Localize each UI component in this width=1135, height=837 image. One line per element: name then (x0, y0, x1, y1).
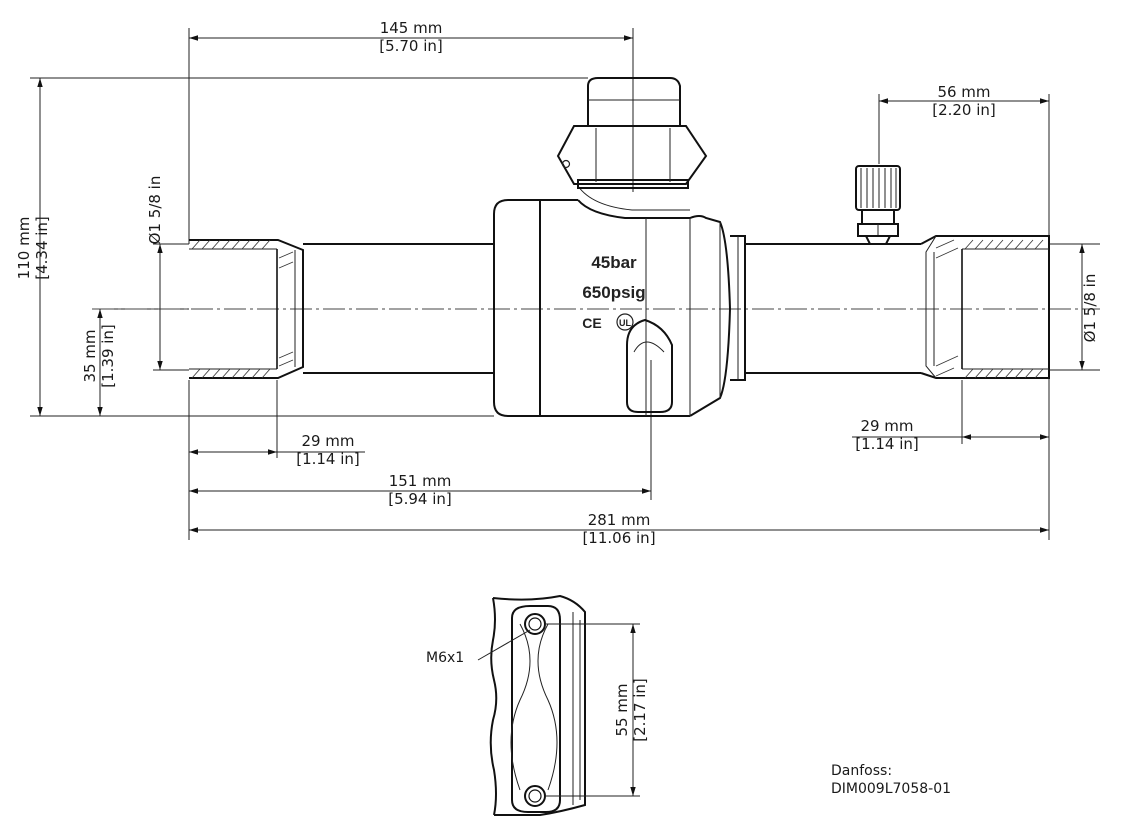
dim-overall-length-mm: 281 mm (588, 511, 651, 529)
ul-mark-icon (616, 313, 634, 331)
extension-lines (30, 28, 1100, 540)
dimension-lines (37, 35, 1085, 796)
mounting-detail-view: M6x1 (426, 594, 640, 816)
dimension-labels: 145 mm [5.70 in] 56 mm [2.20 in] 110 mm … (15, 19, 1099, 742)
dim-port-spacing-mm: 56 mm (937, 83, 990, 101)
dim-top-width-in: [5.70 in] (379, 37, 443, 55)
ce-mark: CE (582, 315, 601, 331)
pressure-psig-marking: 650psig (582, 283, 645, 302)
left-socket-hatch (191, 239, 294, 379)
dim-socket-left-in: [1.14 in] (296, 450, 360, 468)
dim-to-handle-mm: 151 mm (389, 472, 452, 490)
ul-mark: UL (619, 318, 631, 328)
dim-to-handle-in: [5.94 in] (388, 490, 452, 508)
dim-socket-right-in: [1.14 in] (855, 435, 919, 453)
dim-mount-spacing-mm: 55 mm (613, 683, 631, 736)
dim-height-mm: 110 mm (15, 217, 33, 280)
valve-drawing: 45bar 650psig CE UL (189, 77, 1050, 417)
dim-top-width-mm: 145 mm (380, 19, 443, 37)
dim-diameter-left-label: Ø1 5/8 in (146, 176, 164, 245)
pressure-bar-marking: 45bar (591, 253, 637, 272)
reference-code: DIM009L7058-01 (831, 781, 951, 797)
dim-socket-right-mm: 29 mm (860, 417, 913, 435)
dim-diameter-right-label: Ø1 5/8 in (1081, 274, 1099, 343)
dim-height-in: [4.34 in] (33, 216, 51, 280)
dim-overall-length-in: [11.06 in] (582, 529, 655, 547)
thread-label: M6x1 (426, 650, 464, 666)
dim-center-height-mm: 35 mm (81, 329, 99, 382)
mount-hole-bottom (524, 785, 546, 807)
dim-socket-left-mm: 29 mm (301, 432, 354, 450)
right-socket-hatch (935, 239, 1044, 379)
thread-leader (477, 629, 531, 661)
service-port (855, 165, 901, 245)
dim-mount-spacing-in: [2.17 in] (631, 678, 649, 742)
dim-port-spacing-in: [2.20 in] (932, 101, 996, 119)
dim-center-height-in: [1.39 in] (99, 324, 117, 388)
reference-brand: Danfoss: (831, 763, 892, 779)
